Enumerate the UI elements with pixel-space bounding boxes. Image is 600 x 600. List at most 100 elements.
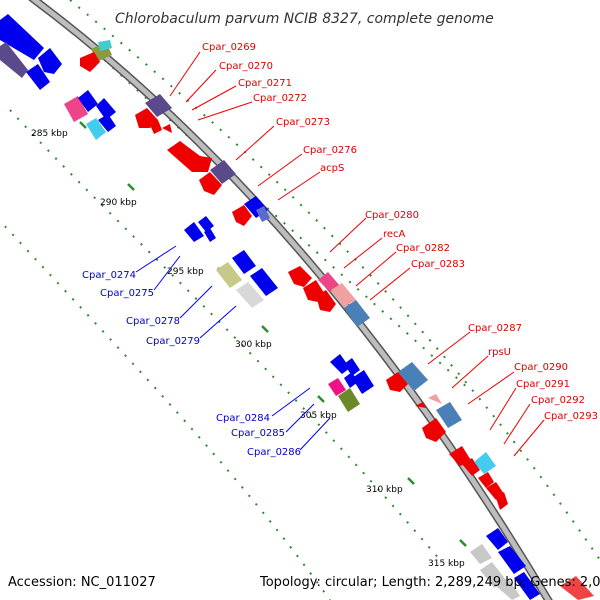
gene-feature	[436, 402, 462, 428]
gene-feature	[236, 282, 264, 308]
gene-features-forward	[80, 40, 594, 600]
label-leader	[235, 125, 275, 161]
gene-feature	[474, 452, 496, 474]
label-leader	[277, 171, 321, 201]
label-leader	[185, 69, 217, 103]
gene-feature	[328, 378, 346, 396]
scale-labels: 285 kbp 290 kbp 295 kbp 300 kbp 305 kbp …	[31, 129, 465, 569]
gene-feature	[135, 108, 158, 128]
gene-label: Cpar_0279	[146, 336, 200, 347]
gene-label: recA	[383, 229, 406, 240]
gene-feature	[98, 40, 112, 51]
map-title: Chlorobaculum parvum NCIB 8327, complete…	[115, 11, 494, 27]
gene-feature	[184, 222, 204, 242]
label-leader	[489, 387, 517, 431]
track-guide-outer	[69, 0, 600, 561]
gene-feature	[344, 300, 370, 327]
scale-label: 290 kbp	[100, 198, 137, 208]
gene-label: Cpar_0270	[219, 61, 273, 72]
gene-feature	[150, 120, 162, 134]
label-leader	[299, 417, 331, 451]
reverse-gene-labels: Cpar_0274 Cpar_0275 Cpar_0278 Cpar_0279 …	[82, 270, 301, 458]
gene-label: Cpar_0274	[82, 270, 136, 281]
gene-feature	[415, 402, 426, 408]
gene-feature	[198, 216, 214, 232]
gene-feature	[514, 572, 540, 600]
label-leader	[271, 387, 311, 417]
scale-label: 310 kbp	[366, 485, 403, 495]
genome-backbone	[27, 0, 553, 600]
label-leader	[169, 51, 201, 97]
gene-label: Cpar_0282	[396, 243, 450, 254]
gene-feature	[470, 544, 492, 564]
gene-feature	[338, 388, 360, 412]
label-leader	[135, 245, 177, 273]
gene-feature	[145, 94, 172, 117]
gene-feature	[232, 205, 252, 226]
gene-feature	[98, 114, 116, 132]
gene-features-reverse	[0, 14, 540, 600]
gene-feature	[428, 394, 442, 404]
gene-feature	[38, 48, 62, 74]
gene-feature	[288, 266, 312, 287]
gene-feature	[449, 446, 472, 466]
gene-feature	[462, 458, 480, 476]
gene-label: Cpar_0275	[100, 288, 154, 299]
gene-label: Cpar_0269	[202, 42, 256, 53]
gene-feature	[78, 90, 98, 112]
label-leader	[427, 331, 471, 365]
label-leader	[191, 85, 237, 111]
scale-label: 300 kbp	[235, 340, 272, 350]
scale-label: 315 kbp	[428, 559, 465, 569]
gene-feature	[167, 141, 212, 172]
gene-label: Cpar_0291	[516, 379, 570, 390]
gene-label: Cpar_0292	[531, 395, 585, 406]
gene-label: Cpar_0272	[253, 93, 307, 104]
label-leader	[513, 419, 545, 457]
label-leader	[503, 403, 531, 445]
scale-tick	[317, 395, 325, 403]
gene-feature	[422, 418, 446, 442]
gene-label: acpS	[320, 163, 344, 174]
gene-feature	[216, 262, 242, 288]
gene-label: Cpar_0290	[514, 362, 568, 373]
gene-feature	[96, 98, 116, 120]
gene-feature	[496, 578, 520, 600]
backbone-fill	[30, 0, 552, 600]
scale-tick	[459, 539, 467, 547]
backbone-outline	[27, 0, 553, 600]
gene-feature	[478, 472, 494, 488]
genome-summary-text: Topology: circular; Length: 2,289,249 bp…	[259, 575, 600, 590]
gene-feature	[560, 576, 594, 600]
label-leader	[199, 305, 237, 339]
gene-feature	[352, 370, 374, 394]
gene-label: Cpar_0283	[411, 259, 465, 270]
scale-label: 305 kbp	[300, 411, 337, 421]
gene-feature	[486, 528, 508, 550]
label-leader	[467, 371, 515, 405]
gene-label: rpsU	[488, 347, 511, 358]
gene-feature	[162, 124, 172, 133]
label-leader	[153, 255, 181, 291]
gene-feature	[498, 546, 526, 574]
gene-label: Cpar_0285	[231, 428, 285, 439]
gene-label: Cpar_0276	[303, 145, 357, 156]
gene-feature	[204, 228, 216, 242]
gene-feature	[386, 372, 408, 392]
reverse-label-leaders	[135, 245, 331, 451]
gene-label: Cpar_0280	[365, 210, 419, 221]
gene-feature	[331, 283, 356, 307]
gene-feature	[330, 354, 350, 374]
accession-text: Accession: NC_011027	[8, 575, 156, 590]
gene-feature	[344, 358, 360, 376]
gene-feature	[250, 268, 278, 296]
gene-feature	[80, 52, 100, 72]
label-leader	[369, 267, 411, 301]
gene-label: Cpar_0286	[247, 447, 301, 458]
gene-label: Cpar_0293	[544, 411, 598, 422]
gene-label: Cpar_0284	[216, 413, 270, 424]
gene-feature	[316, 290, 336, 312]
